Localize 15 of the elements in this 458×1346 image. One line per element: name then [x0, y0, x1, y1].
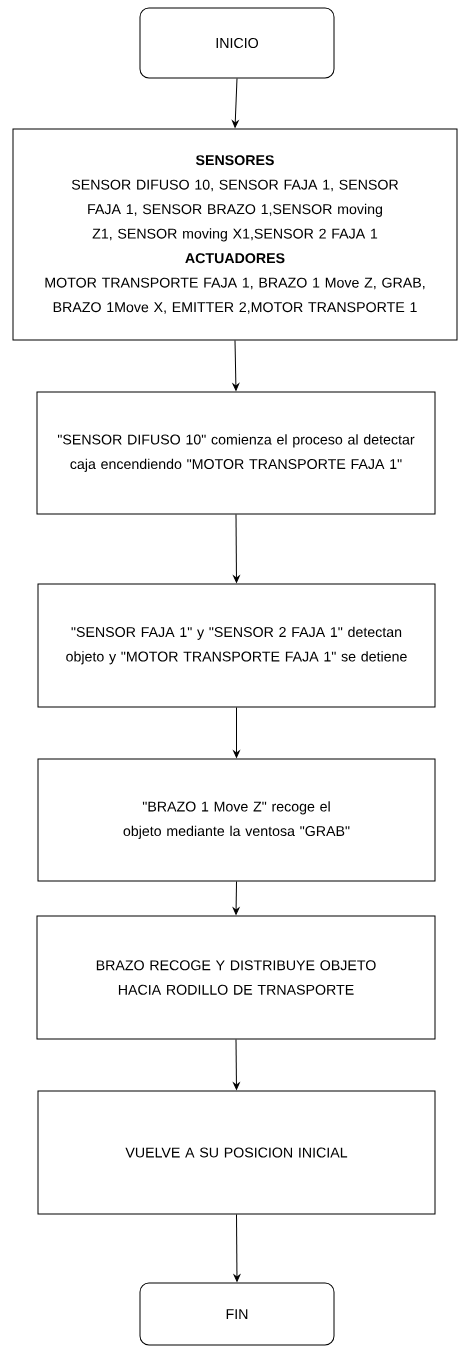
- arrow: [233, 1039, 240, 1090]
- arrow: [232, 340, 240, 391]
- process-box: SENSORES SENSOR DIFUSO 10, SENSOR FAJA 1, SENSOR FAJA 1, SENSOR BRAZO 1,SENSOR moving Z1, SENSOR moving X1,SENSOR 2 FAJA 1 ACTUADORES MOTOR TRANSPORTE FAJA 1, BRAZO 1 Move Z, GRAB, BRAZO 1Move X, EMITTER 2,MOTOR TRANSPORTE 1: [12, 128, 458, 341]
- process-box: "SENSOR DIFUSO 10" comienza el proceso al detectar caja encendiendo "MOTOR TRANSPORTE FAJA 1": [36, 391, 436, 515]
- arrow: [233, 707, 240, 758]
- terminal-box: FIN: [139, 1282, 335, 1346]
- arrow: [233, 514, 240, 583]
- terminal-box: INICIO: [139, 7, 335, 79]
- process-box: "BRAZO 1 Move Z" recoge el objeto mediante la ventosa "GRAB": [37, 758, 436, 882]
- process-box: BRAZO RECOGE Y DISTRIBUYE OBJETO HACIA RODILLO DE TRNASPORTE: [36, 915, 436, 1040]
- process-box: VUELVE A SU POSICION INICIAL: [37, 1090, 436, 1215]
- arrow: [233, 1214, 241, 1282]
- arrow: [232, 78, 239, 128]
- arrow: [232, 881, 240, 915]
- process-box: "SENSOR FAJA 1" y "SENSOR 2 FAJA 1" detectan objeto y "MOTOR TRANSPORTE FAJA 1" se detiene: [37, 583, 436, 708]
